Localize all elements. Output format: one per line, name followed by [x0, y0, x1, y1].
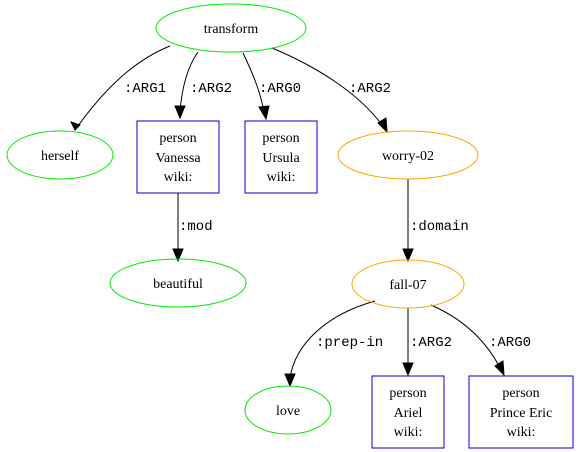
edge-label-arg0: :ARG0 — [259, 81, 301, 97]
edge-transform-ursula: :ARG0 — [242, 52, 301, 121]
node-beautiful: beautiful — [109, 258, 247, 308]
edge-transform-vanessa: :ARG2 — [174, 51, 232, 120]
edge-transform-worry: :ARG2 — [271, 47, 391, 134]
edge-fall-ariel: :ARG2 — [402, 308, 452, 377]
edge-label-arg0: :ARG0 — [489, 335, 531, 351]
node-person-vanessa: person Vanessa wiki: — [136, 120, 220, 194]
svg-text:Ursula: Ursula — [262, 151, 300, 166]
svg-text:wiki:: wiki: — [164, 170, 193, 185]
svg-text:fall-07: fall-07 — [389, 278, 426, 293]
edge-label-arg2: :ARG2 — [190, 81, 232, 97]
svg-text:Ariel: Ariel — [394, 406, 423, 421]
node-love: love — [244, 385, 332, 435]
edge-label-arg2: :ARG2 — [410, 335, 452, 351]
node-person-ariel: person Ariel wiki: — [371, 375, 445, 449]
node-herself: herself — [6, 130, 114, 180]
edge-fall-eric: :ARG0 — [430, 304, 531, 377]
node-transform: transform — [155, 3, 307, 53]
svg-text:Vanessa: Vanessa — [155, 151, 201, 166]
svg-text:wiki:: wiki: — [267, 170, 296, 185]
svg-text:wiki:: wiki: — [394, 425, 423, 440]
svg-text:person: person — [159, 131, 196, 146]
edge-worry-fall: :domain — [402, 179, 469, 263]
edge-transform-herself: :ARG1 — [70, 45, 171, 131]
edge-label-arg2: :ARG2 — [349, 81, 391, 97]
svg-text:wiki:: wiki: — [507, 425, 536, 440]
node-person-prince-eric: person Prince Eric wiki: — [468, 375, 574, 449]
svg-text:beautiful: beautiful — [153, 277, 203, 292]
edge-label-prep-in: :prep-in — [316, 335, 383, 351]
svg-text:love: love — [276, 404, 300, 419]
svg-text:transform: transform — [204, 22, 259, 37]
edge-label-arg1: :ARG1 — [124, 81, 166, 97]
svg-text:person: person — [262, 131, 299, 146]
edge-label-mod: :mod — [179, 219, 213, 235]
edge-fall-love: :prep-in — [284, 300, 383, 388]
node-person-ursula: person Ursula wiki: — [244, 120, 318, 194]
edge-vanessa-beautiful: :mod — [172, 193, 213, 263]
svg-text:worry-02: worry-02 — [382, 149, 434, 164]
node-worry-02: worry-02 — [337, 130, 479, 180]
svg-text:herself: herself — [41, 149, 79, 164]
svg-text:person: person — [502, 386, 539, 401]
svg-text:Prince Eric: Prince Eric — [490, 406, 553, 421]
svg-text:person: person — [389, 386, 426, 401]
node-fall-07: fall-07 — [351, 259, 465, 309]
edge-label-domain: :domain — [410, 219, 469, 235]
